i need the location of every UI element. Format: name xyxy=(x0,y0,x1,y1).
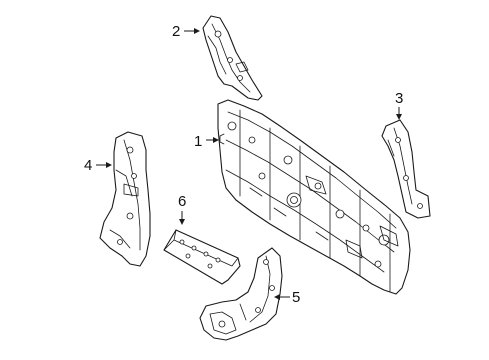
part-2-upper-pillar xyxy=(202,15,263,101)
part-4-left-reinforcement xyxy=(99,131,151,267)
part-5-lower-bracket xyxy=(199,247,283,341)
callout-label-1: 1 xyxy=(194,133,202,150)
callout-2: 2 xyxy=(172,23,200,40)
callout-label-2: 2 xyxy=(172,23,180,40)
callout-label-3: 3 xyxy=(395,90,403,107)
callout-3: 3 xyxy=(395,90,403,120)
callout-label-4: 4 xyxy=(84,157,92,174)
part-6-bracket-plate xyxy=(163,229,241,285)
callout-label-6: 6 xyxy=(178,193,186,210)
callout-label-5: 5 xyxy=(292,289,300,306)
callout-4: 4 xyxy=(84,157,112,174)
callout-5: 5 xyxy=(274,289,300,306)
callout-1: 1 xyxy=(194,133,219,150)
part-1-main-panel xyxy=(217,99,411,295)
callout-6: 6 xyxy=(178,193,186,225)
part-3-side-pillar xyxy=(381,119,431,219)
